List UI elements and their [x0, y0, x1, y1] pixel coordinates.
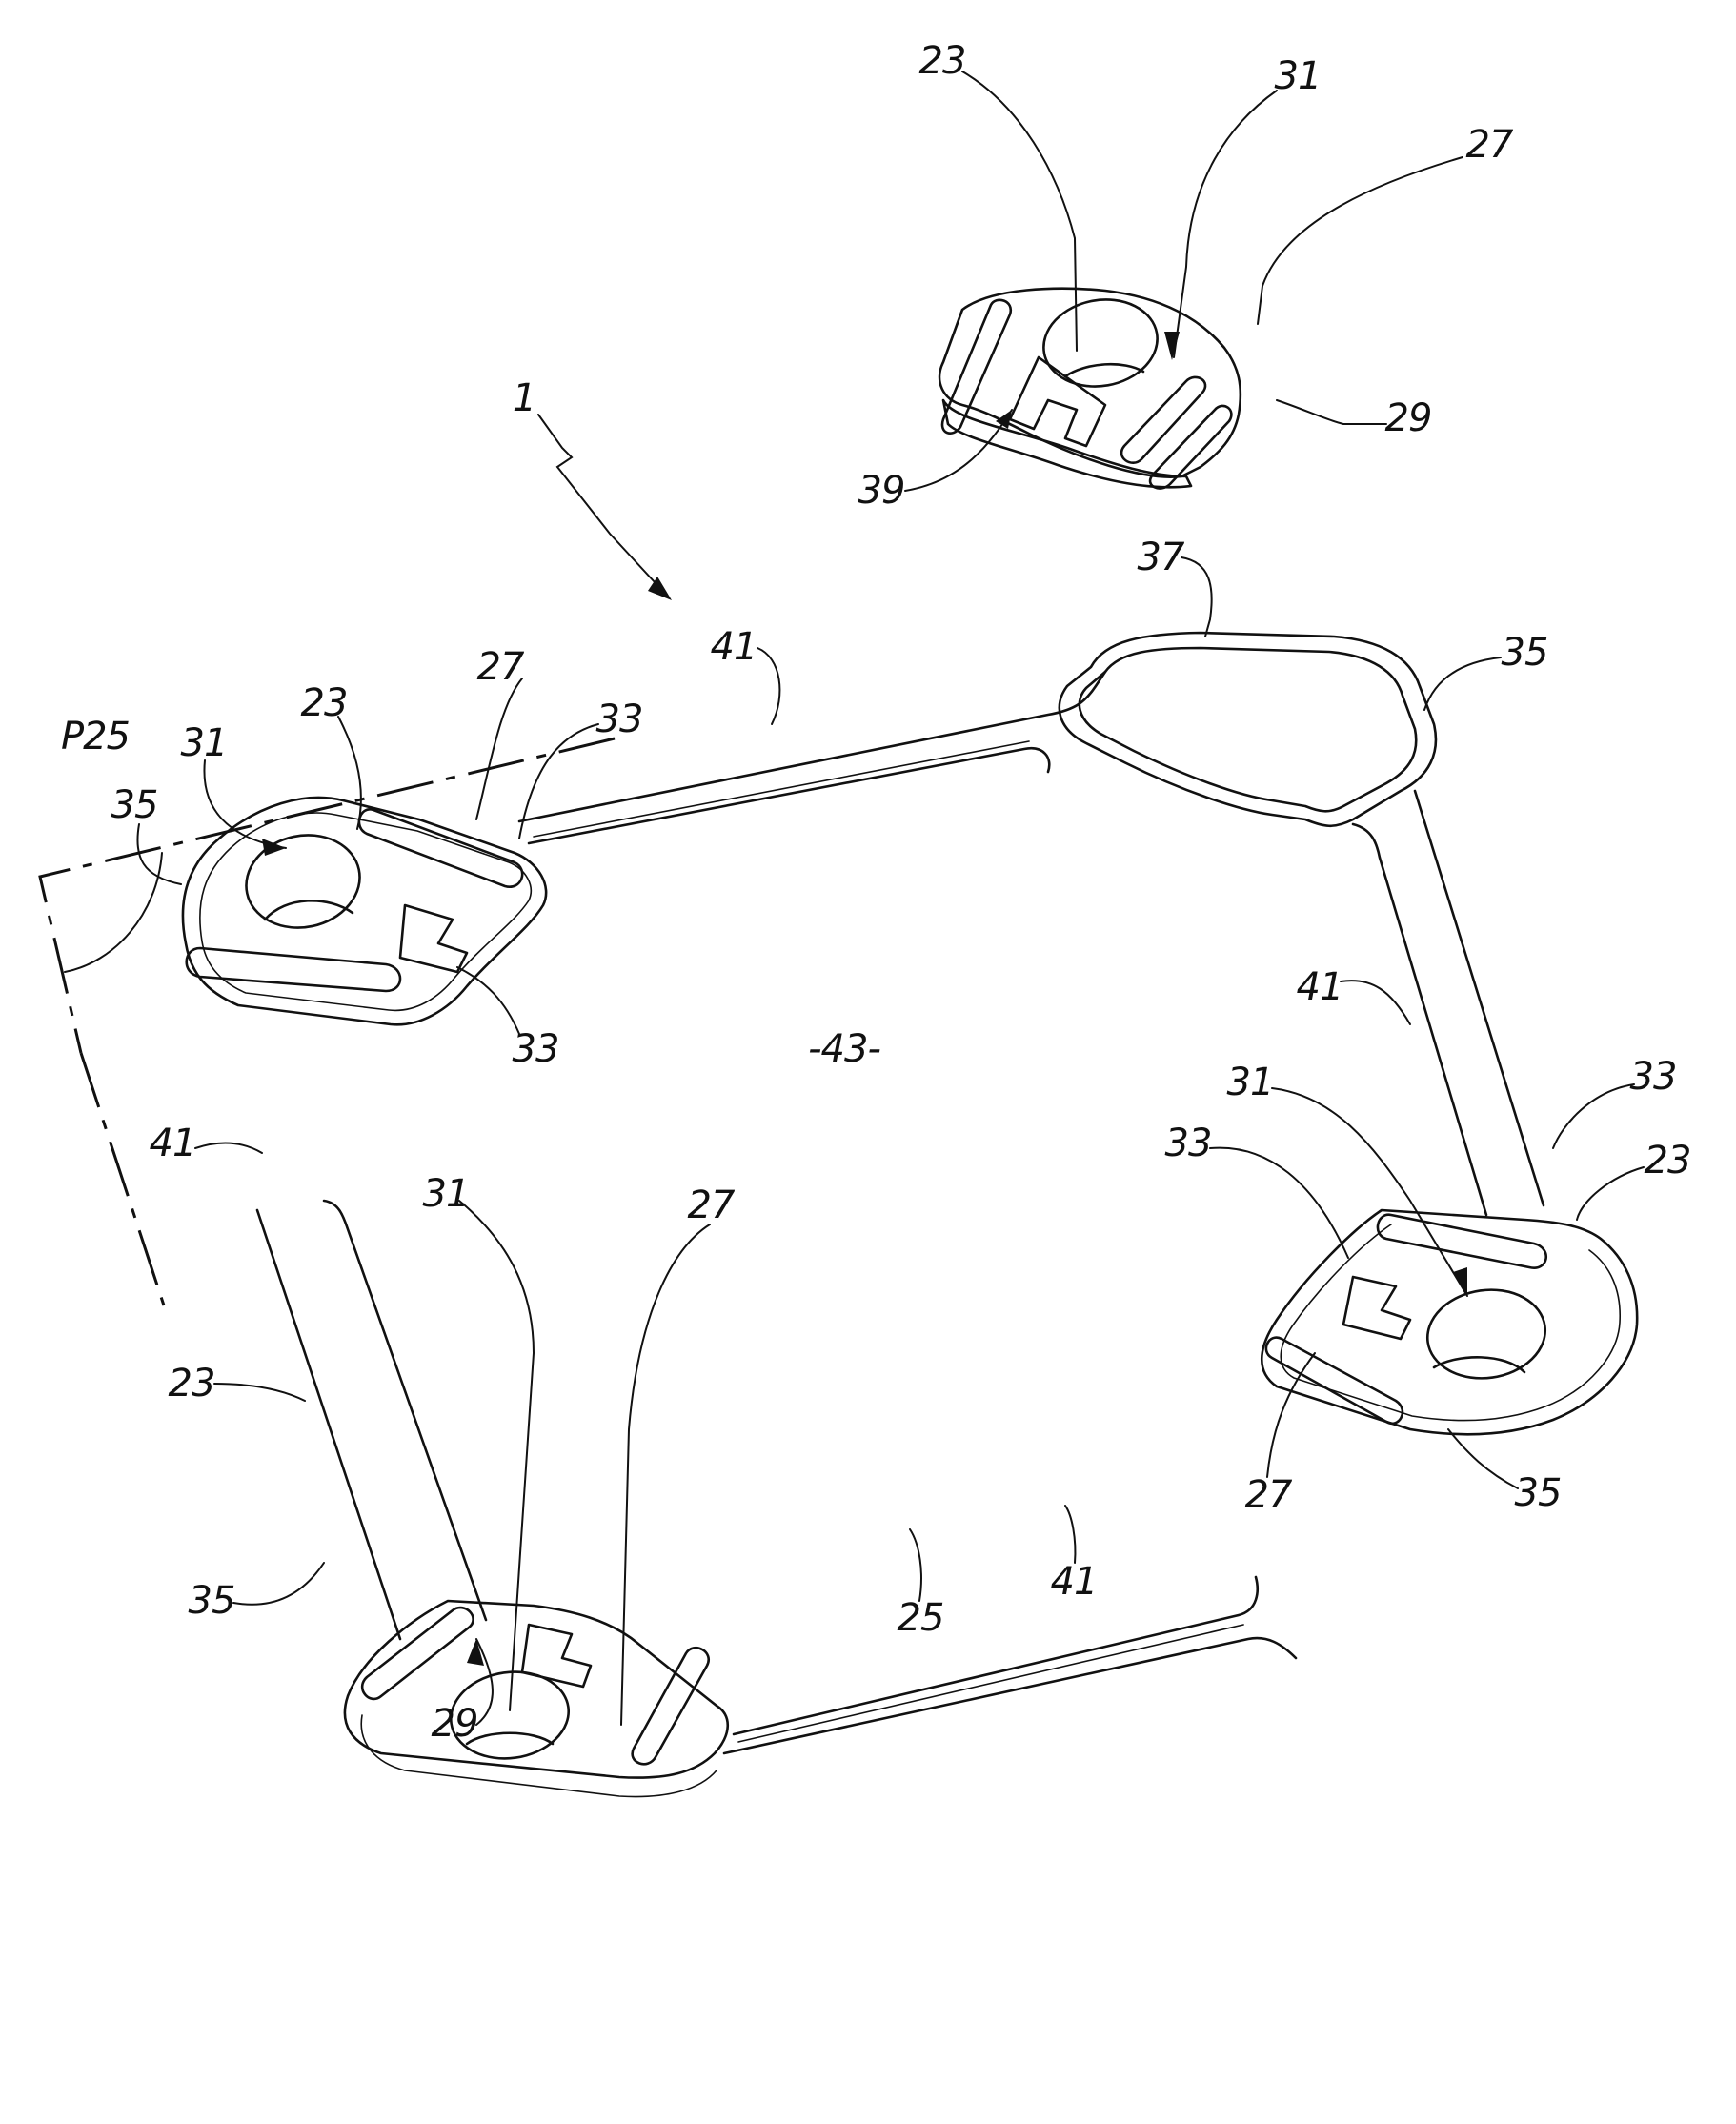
label-p25: P25	[60, 715, 131, 759]
label-27-top: 27	[1465, 123, 1514, 167]
label-33-left-bottom: 33	[512, 1027, 560, 1071]
label-23-right: 23	[1644, 1139, 1692, 1183]
label-31-bottom: 31	[422, 1172, 471, 1216]
label-29-bottom: 29	[431, 1702, 479, 1746]
pad-right	[1260, 1208, 1639, 1436]
label-41-bottom: 41	[1050, 1560, 1099, 1604]
label-35-top-right: 35	[1501, 631, 1549, 675]
pad-detached	[938, 287, 1242, 490]
label-41-right: 41	[1296, 965, 1344, 1009]
label-31-right: 31	[1226, 1061, 1275, 1104]
arrowhead-1	[648, 577, 672, 600]
label-41-top: 41	[710, 625, 758, 669]
label-27-bottom-right: 27	[1244, 1473, 1293, 1517]
label-43: -43-	[808, 1027, 881, 1071]
label-35-bottom-right: 35	[1514, 1471, 1563, 1515]
label-31-top: 31	[1274, 54, 1322, 98]
label-41-left: 41	[149, 1122, 197, 1165]
label-27-bottom: 27	[687, 1183, 736, 1227]
label-35-left: 35	[111, 783, 159, 827]
plane-p25-outline	[38, 737, 616, 1306]
label-29-top: 29	[1384, 396, 1433, 440]
label-27-left: 27	[476, 645, 525, 689]
arrowhead-39	[996, 410, 1012, 429]
pad-bottom-left	[343, 1599, 729, 1798]
label-23-left: 23	[300, 681, 349, 725]
arrowhead-31-top	[1164, 332, 1180, 360]
arrowheads	[262, 332, 1467, 1666]
leader-lines	[136, 71, 1645, 1726]
label-1: 1	[512, 376, 536, 420]
pad-top-left	[181, 796, 548, 1026]
label-33-mid-right: 33	[1164, 1122, 1213, 1165]
label-39: 39	[858, 469, 906, 513]
arrowhead-31-left	[262, 839, 286, 856]
label-35-bottom-left: 35	[188, 1579, 236, 1623]
label-37: 37	[1137, 536, 1185, 579]
label-31-left: 31	[180, 721, 229, 765]
arrowhead-29-bottom	[467, 1639, 484, 1666]
label-33-left: 33	[595, 698, 644, 741]
reinforcement-37	[1058, 631, 1438, 828]
arrowhead-31-right	[1453, 1267, 1467, 1296]
label-33-right: 33	[1629, 1055, 1678, 1099]
label-23-bottom: 23	[168, 1362, 216, 1406]
label-25: 25	[897, 1596, 945, 1640]
label-23-top: 23	[918, 39, 967, 83]
